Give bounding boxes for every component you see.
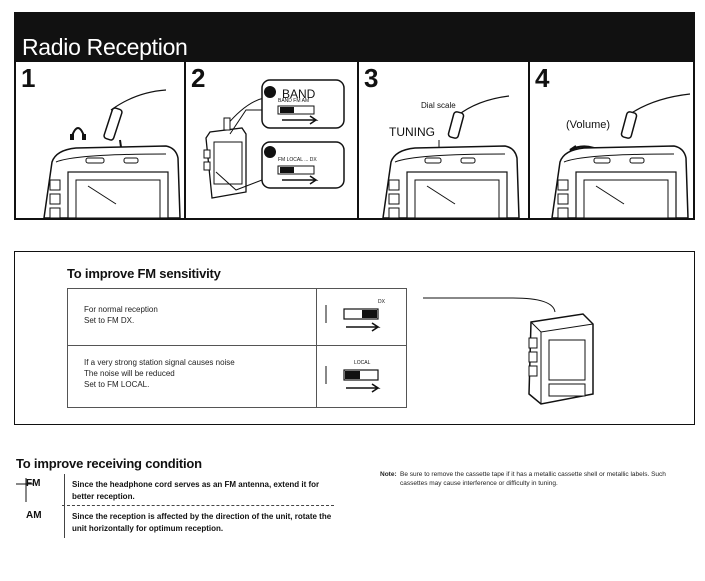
step-number: 3: [364, 63, 379, 93]
column-divider: [64, 474, 65, 538]
step-number: 1: [21, 63, 36, 93]
receiving-row-am: AM Since the reception is affected by th…: [16, 508, 336, 538]
step-1: 1: [16, 62, 186, 218]
fm-sensitivity-box: To improve FM sensitivity For normal rec…: [14, 251, 695, 425]
receiving-row-fm: FM Since the headphone cord serves as an…: [16, 476, 336, 506]
page-title: Radio Reception: [22, 34, 188, 60]
step-1-illustration: [43, 89, 181, 218]
step-4: 4 (Volume): [530, 62, 695, 218]
step-2-illustration: [203, 79, 345, 199]
band-name: AM: [26, 510, 42, 521]
dial-scale-label: Dial scale: [421, 101, 456, 110]
row-separator: [62, 505, 334, 506]
note-text: Be sure to remove the cassette tape if i…: [400, 471, 666, 487]
tuning-label: TUNING: [389, 125, 435, 139]
band-tip: Since the reception is affected by the d…: [72, 512, 332, 533]
text-line: Set to FM LOCAL.: [84, 380, 150, 389]
step-number: 4: [535, 63, 550, 93]
step-3: 3 Dial scale TUNING: [359, 62, 530, 218]
receiving-table: FM Since the headphone cord serves as an…: [16, 474, 336, 538]
band-tip: Since the headphone cord serves as an FM…: [72, 480, 320, 501]
note-label: Note:: [380, 471, 397, 478]
fm-row-local: If a very strong station signal causes n…: [68, 346, 406, 408]
text-line: The noise will be reduced: [84, 369, 175, 378]
fm-row-text: For normal reception Set to FM DX.: [84, 304, 304, 326]
fm-sensitivity-table: For normal reception Set to FM DX. DX If…: [67, 288, 407, 408]
local-switch-diagram: LOCAL: [324, 356, 398, 396]
band-label: BAND: [282, 87, 316, 101]
switch-label: LOCAL: [354, 360, 371, 366]
fm-row-text: If a very strong station signal causes n…: [84, 357, 304, 390]
step-3-illustration: [382, 95, 520, 218]
steps-panel: 1 2: [14, 62, 695, 220]
step-2: 2 BAND BAND FM AM FM L: [186, 62, 359, 218]
volume-label: (Volume): [566, 119, 611, 131]
step-number: 2: [191, 63, 206, 93]
radio-side-illustration: [423, 297, 594, 405]
text-line: Set to FM DX.: [84, 316, 135, 325]
fm-switch-text: FM LOCAL ... DX: [278, 157, 317, 163]
fm-sensitivity-title: To improve FM sensitivity: [67, 266, 221, 281]
title-bar: Radio Reception: [14, 12, 695, 62]
text-line: For normal reception: [84, 305, 158, 314]
column-divider: [316, 289, 317, 345]
column-divider: [316, 346, 317, 408]
band-switch-text: BAND FM AM: [278, 98, 310, 104]
dx-switch-diagram: DX: [324, 297, 398, 337]
band-name: FM: [26, 478, 41, 489]
fm-row-dx: For normal reception Set to FM DX. DX: [68, 289, 406, 346]
receiving-title: To improve receiving condition: [16, 456, 202, 471]
antenna-icon: [16, 478, 34, 502]
text-line: If a very strong station signal causes n…: [84, 358, 235, 367]
step-4-illustration: [551, 93, 691, 218]
switch-label: DX: [378, 299, 385, 305]
